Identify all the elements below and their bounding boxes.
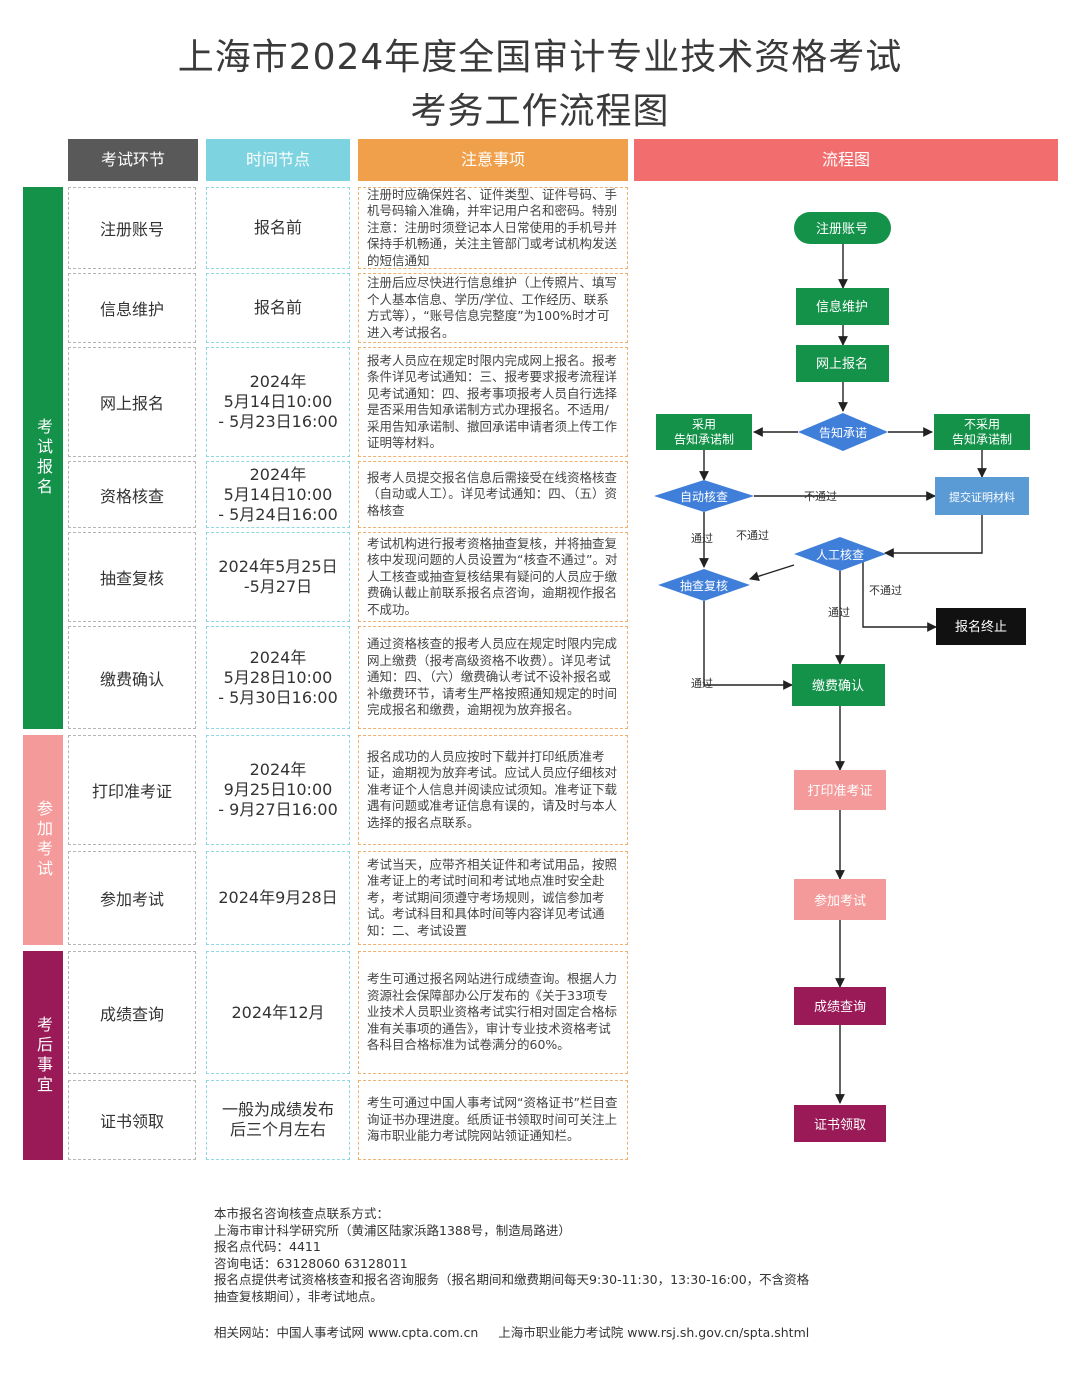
- node-promise-decision: 告知承诺: [798, 413, 888, 451]
- note-cell: 考试机构进行报考资格抽查复核，并将抽查复核中发现问题的人员设置为“核查不通过”。…: [358, 532, 628, 622]
- link-cpta[interactable]: 中国人事考试网 www.cpta.com.cn: [276, 1325, 479, 1340]
- time-cell: 2024年5月25日 -5月27日: [206, 532, 350, 622]
- header-flow: 流程图: [634, 139, 1058, 181]
- stage-cell: 信息维护: [68, 273, 196, 343]
- note-cell: 注册时应确保姓名、证件类型、证件号码、手机号码输入准确，并牢记用户名和密码。特别…: [358, 187, 628, 269]
- flow-label-fail: 不通过: [736, 529, 769, 542]
- note-cell: 报考人员提交报名信息后需接受在线资格核查（自动或人工）。详见考试通知：四、（五）…: [358, 461, 628, 528]
- header-notes: 注意事项: [358, 139, 628, 181]
- section-label: 考后事宜: [34, 1015, 53, 1096]
- node-label-multiline: 不采用告知承诺制: [952, 418, 1012, 447]
- node-label: 参加考试: [814, 893, 866, 909]
- flow-label-pass: 通过: [691, 532, 713, 545]
- node-label: 抽查复核: [680, 579, 728, 593]
- page-subtitle: 考务工作流程图: [410, 91, 670, 132]
- section-registration: 考试报名: [23, 187, 63, 729]
- node-label: 告知承诺: [819, 426, 867, 440]
- section-label: 考试报名: [34, 418, 53, 498]
- contact-line: 报名点提供考试资格核查和报名咨询服务（报名期间和缴费期间每天9:30-11:30…: [214, 1272, 810, 1287]
- node-score-query: 成绩查询: [794, 987, 886, 1025]
- time-cell: 2024年 5月28日10:00 - 5月30日16:00: [206, 626, 350, 729]
- node-label: 信息维护: [816, 299, 868, 315]
- note-cell: 考生可通过中国人事考试网“资格证书”栏目查询证书办理进度。纸质证书领取时间可关注…: [358, 1080, 628, 1160]
- node-label: 自动核查: [680, 490, 728, 504]
- time-cell: 报名前: [206, 187, 350, 269]
- time-cell: 报名前: [206, 273, 350, 343]
- contact-line: 本市报名咨询核查点联系方式：: [214, 1206, 390, 1221]
- node-info-maintain: 信息维护: [796, 288, 889, 325]
- node-label: 打印准考证: [807, 784, 872, 799]
- stage-cell: 资格核查: [68, 461, 196, 528]
- stage-cell: 证书领取: [68, 1080, 196, 1160]
- node-label: 网上报名: [816, 356, 868, 372]
- contact-line: 上海市审计科学研究所（黄浦区陆家浜路1388号，制造局路进）: [214, 1222, 571, 1238]
- note-cell: 通过资格核查的报考人员应在规定时限内完成网上缴费（报考高级资格不收费）。详见考试…: [358, 626, 628, 729]
- contact-line: 报名点代码：4411: [214, 1239, 321, 1254]
- node-online-apply: 网上报名: [796, 345, 889, 382]
- node-adopt-promise: 采用告知承诺制: [656, 414, 752, 450]
- node-payment: 缴费确认: [792, 664, 885, 706]
- node-certificate: 证书领取: [794, 1105, 886, 1142]
- time-cell: 2024年12月: [206, 951, 350, 1074]
- time-cell: 2024年 5月14日10:00 - 5月23日16:00: [206, 347, 350, 457]
- note-cell: 考生可通过报名网站进行成绩查询。根据人力资源社会保障部办公厅发布的《关于33项专…: [358, 951, 628, 1074]
- note-cell: 考试当天，应带齐相关证件和考试用品，按照准考证上的考试时间和考试地点准时安全赴考…: [358, 851, 628, 945]
- node-take-exam: 参加考试: [794, 879, 886, 920]
- node-label: 人工核查: [816, 548, 864, 562]
- node-label: 证书领取: [814, 1118, 866, 1133]
- time-cell: 2024年 5月14日10:00 - 5月24日16:00: [206, 461, 350, 528]
- header-stage: 考试环节: [68, 139, 198, 181]
- header-time: 时间节点: [206, 139, 350, 181]
- node-register: 注册账号: [794, 212, 891, 244]
- stage-cell: 注册账号: [68, 187, 196, 269]
- contact-line: 咨询电话：63128060 63128011: [214, 1255, 408, 1271]
- flow-label-pass: 通过: [691, 677, 713, 690]
- stage-cell: 打印准考证: [68, 735, 196, 845]
- note-cell: 报名成功的人员应按时下载并打印纸质准考证，逾期视为放弃考试。应试人员应仔细核对准…: [358, 735, 628, 845]
- flowchart: 不通过 不通过 通过 不通过 通过 通过 注册账号 信息维护 网上报名 告知承诺…: [654, 212, 1030, 1142]
- stage-cell: 成绩查询: [68, 951, 196, 1074]
- node-print-ticket: 打印准考证: [794, 770, 886, 810]
- node-label: 成绩查询: [814, 1000, 866, 1015]
- time-cell: 一般为成绩发布 后三个月左右: [206, 1080, 350, 1160]
- node-label: 提交证明材料: [949, 490, 1015, 504]
- node-not-adopt-promise: 不采用告知承诺制: [934, 414, 1030, 450]
- note-cell: 注册后应尽快进行信息维护（上传照片、填写个人基本信息、学历/学位、工作经历、联系…: [358, 273, 628, 343]
- contact-line: 抽查复核期间），非考试地点。: [214, 1288, 383, 1304]
- contact-info: 本市报名咨询核查点联系方式： 上海市审计科学研究所（黄浦区陆家浜路1388号，制…: [214, 1206, 809, 1305]
- section-label: 参加考试: [34, 800, 53, 880]
- link-spta[interactable]: 上海市职业能力考试院 www.rsj.sh.gov.cn/spta.shtml: [498, 1325, 810, 1340]
- section-exam: 参加考试: [23, 735, 63, 945]
- flow-label-pass: 通过: [828, 606, 850, 619]
- stage-cell: 缴费确认: [68, 626, 196, 729]
- node-submit-proof: 提交证明材料: [935, 477, 1029, 515]
- node-label: 报名终止: [955, 619, 1007, 635]
- node-manual-check: 人工核查: [794, 537, 886, 571]
- time-cell: 2024年 9月25日10:00 - 9月27日16:00: [206, 735, 350, 845]
- flow-label-fail: 不通过: [804, 490, 837, 503]
- node-label: 缴费确认: [812, 679, 864, 694]
- related-websites: 相关网站：中国人事考试网 www.cpta.com.cn 上海市职业能力考试院 w…: [214, 1322, 809, 1341]
- node-spot-check: 抽查复核: [658, 569, 750, 601]
- node-label: 注册账号: [816, 222, 868, 237]
- note-cell: 报考人员应在规定时限内完成网上报名。报考条件详见考试通知：三、报考要求报考流程详…: [358, 347, 628, 457]
- node-terminate: 报名终止: [936, 608, 1026, 645]
- page-title: 上海市2024年度全国审计专业技术资格考试: [177, 37, 903, 78]
- stage-cell: 网上报名: [68, 347, 196, 457]
- time-cell: 2024年9月28日: [206, 851, 350, 945]
- node-label-multiline: 采用告知承诺制: [674, 418, 734, 447]
- section-post-exam: 考后事宜: [23, 951, 63, 1160]
- node-auto-check: 自动核查: [654, 480, 754, 512]
- flow-label-fail: 不通过: [869, 584, 902, 597]
- stage-cell: 参加考试: [68, 851, 196, 945]
- links-label: 相关网站：: [214, 1325, 277, 1340]
- stage-cell: 抽查复核: [68, 532, 196, 622]
